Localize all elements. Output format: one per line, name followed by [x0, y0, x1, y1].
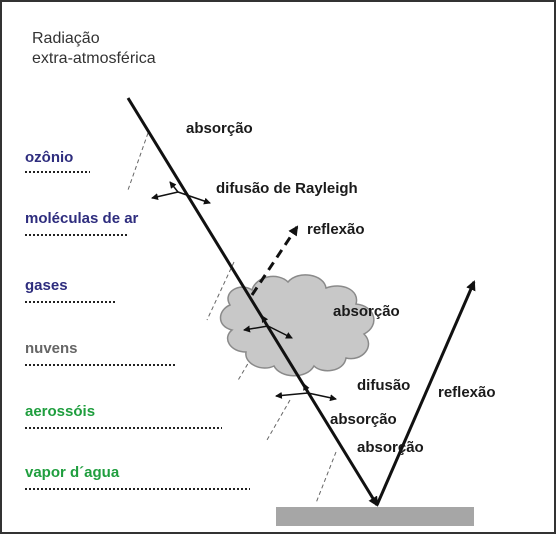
- process-difusao-rayleigh: difusão de Rayleigh: [216, 180, 358, 197]
- layer-label-gases: gases: [25, 277, 68, 294]
- scatter-dash-2: [206, 261, 235, 321]
- layer-label-nuvens: nuvens: [25, 340, 78, 357]
- low-arrow-up: [303, 383, 310, 394]
- incoming-ray: [126, 97, 379, 507]
- ground-surface: [276, 507, 474, 526]
- layer-label-vapor: vapor d´agua: [25, 464, 120, 481]
- low-arrow-left: [275, 391, 309, 399]
- rayleigh-arrow-right: [177, 191, 211, 205]
- title-line-1: Radiação: [32, 30, 100, 47]
- cloud-arrow-up: [261, 315, 269, 327]
- cloud-arrow-left: [243, 325, 269, 333]
- process-absorcao-low2: absorção: [357, 439, 424, 456]
- layer-label-aerossois: aerossóis: [25, 403, 96, 420]
- layer-label-moleculas: moléculas de ar: [25, 210, 139, 227]
- process-difusao-low: difusão: [357, 377, 411, 394]
- process-absorcao-low1: absorção: [330, 411, 397, 428]
- title-line-2: extra-atmosférica: [32, 50, 156, 67]
- layer-label-ozonio: ozônio: [25, 149, 74, 166]
- scatter-dash-4: [266, 399, 291, 441]
- scatter-dash-5: [315, 451, 337, 504]
- rayleigh-arrow-left: [151, 191, 179, 201]
- reflected-ray-cloud: [250, 225, 299, 296]
- process-reflexao-cloud: reflexão: [307, 221, 365, 238]
- cloud: [219, 274, 375, 377]
- low-arrow-right: [307, 392, 337, 402]
- rayleigh-arrow-up: [169, 181, 179, 193]
- process-absorcao-cloud: absorção: [333, 303, 400, 320]
- process-absorcao-top: absorção: [186, 120, 253, 137]
- process-reflexao-ground: reflexão: [438, 384, 496, 401]
- scatter-dash-1: [127, 132, 149, 191]
- reflected-ray-ground: [375, 280, 476, 506]
- cloud-arrow-right: [267, 325, 293, 339]
